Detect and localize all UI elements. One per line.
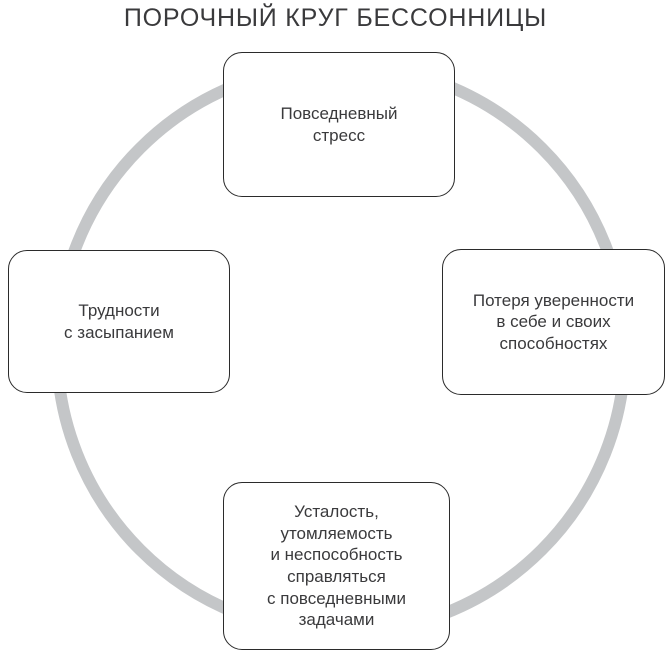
node-fatigue-inability-to-cope: Усталость, утомляемость и неспособность … <box>223 482 450 650</box>
node-everyday-stress: Повседневный стресс <box>223 52 455 197</box>
node-loss-of-confidence: Потеря уверенности в себе и своих способ… <box>442 249 665 395</box>
diagram-title: ПОРОЧНЫЙ КРУГ БЕССОННИЦЫ <box>123 4 548 32</box>
node-difficulty-falling-asleep: Трудности с засыпанием <box>8 250 230 393</box>
